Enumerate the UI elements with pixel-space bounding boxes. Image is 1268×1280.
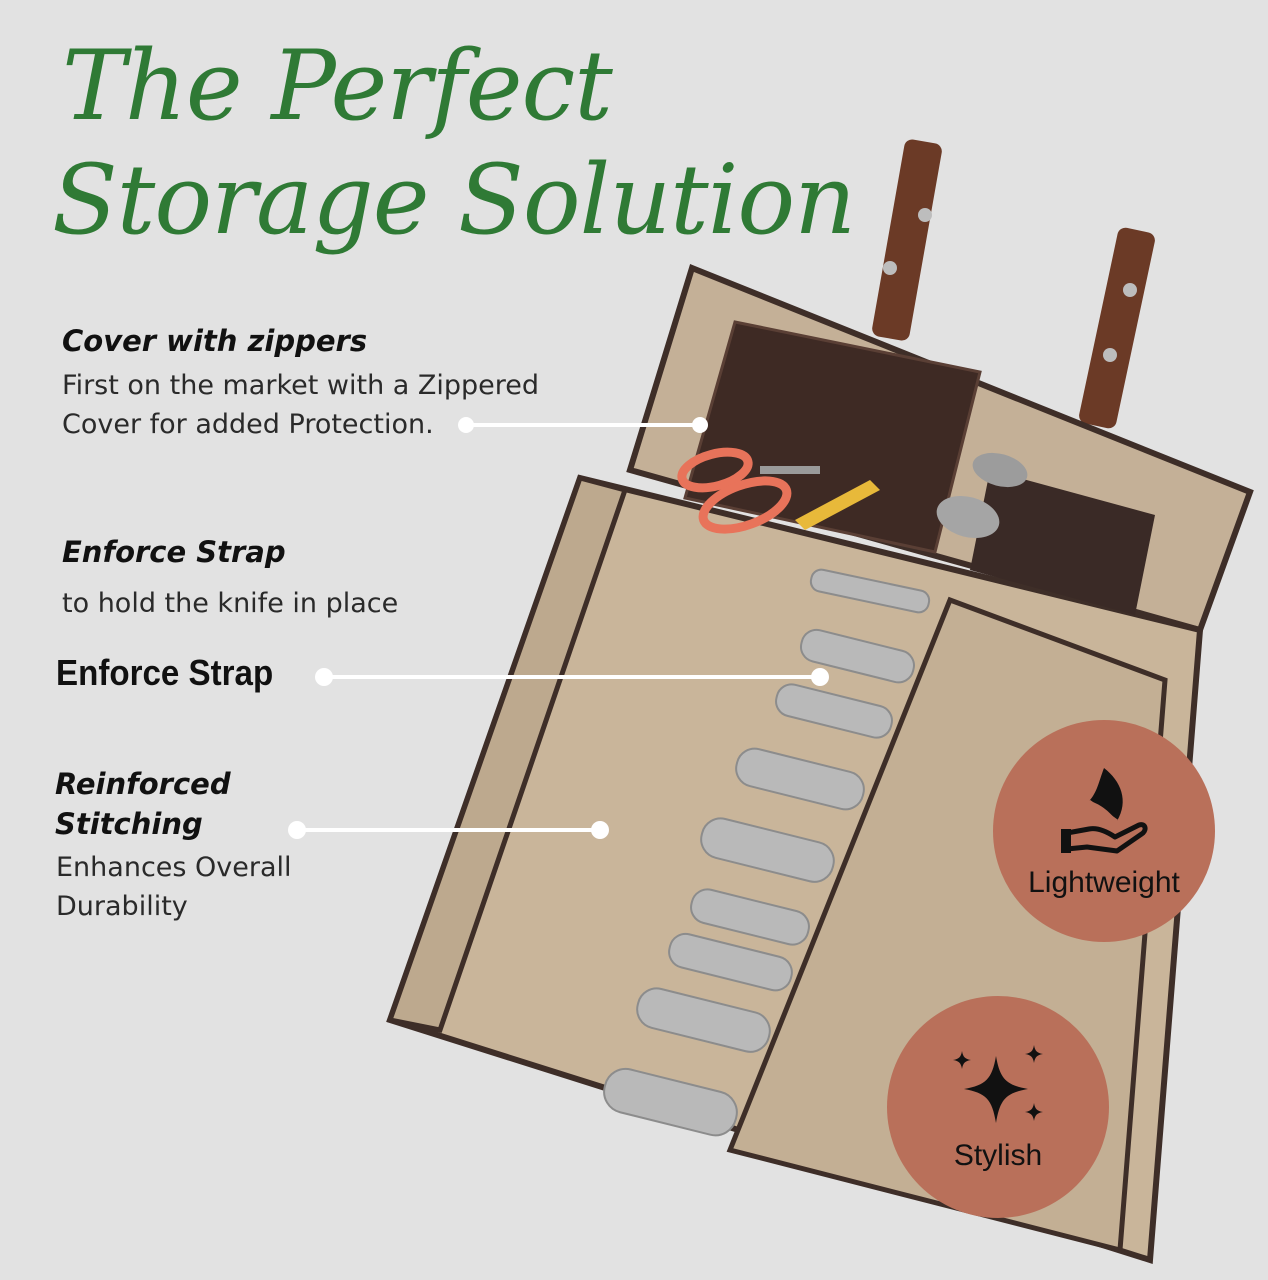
cover-text-line-1: First on the market with a Zippered xyxy=(62,370,540,401)
strap-text: to hold the knife in place xyxy=(62,588,399,619)
callout-cover xyxy=(458,417,708,433)
strap-heading: Enforce Strap xyxy=(62,535,286,569)
cover-heading: Cover with zippers xyxy=(62,324,368,358)
leather-strap-left xyxy=(872,139,942,341)
utensil-holder xyxy=(970,470,1155,615)
stitching-heading-line-2: Stitching xyxy=(55,807,203,841)
strap-callout-label: Enforce Strap xyxy=(56,652,274,693)
stylish-label: Stylish xyxy=(953,1139,1043,1172)
callout-strap xyxy=(315,668,829,686)
zippered-cover xyxy=(683,320,982,554)
title-line-2: Storage Solution xyxy=(52,144,856,256)
stitching-heading-line-1: Reinforced xyxy=(55,767,231,801)
sparkle-icon xyxy=(953,1045,1043,1123)
leather-strap-right xyxy=(1079,227,1155,429)
lightweight-label: Lightweight xyxy=(1028,865,1180,899)
title-line-1: The Perfect xyxy=(62,30,613,142)
knife-handles xyxy=(603,568,931,1137)
stitching-text-line-2: Durability xyxy=(56,891,188,922)
scissors xyxy=(677,447,880,534)
roll-side-fold xyxy=(386,474,629,1033)
cover-text-line-2: Cover for added Protection. xyxy=(62,409,434,440)
lightweight-badge: Lightweight xyxy=(993,720,1215,942)
stitching-text-line-1: Enhances Overall xyxy=(56,852,292,883)
feather-hand-icon xyxy=(1061,767,1148,853)
stylish-badge: Stylish xyxy=(887,996,1109,1218)
callout-stitching xyxy=(288,821,609,839)
